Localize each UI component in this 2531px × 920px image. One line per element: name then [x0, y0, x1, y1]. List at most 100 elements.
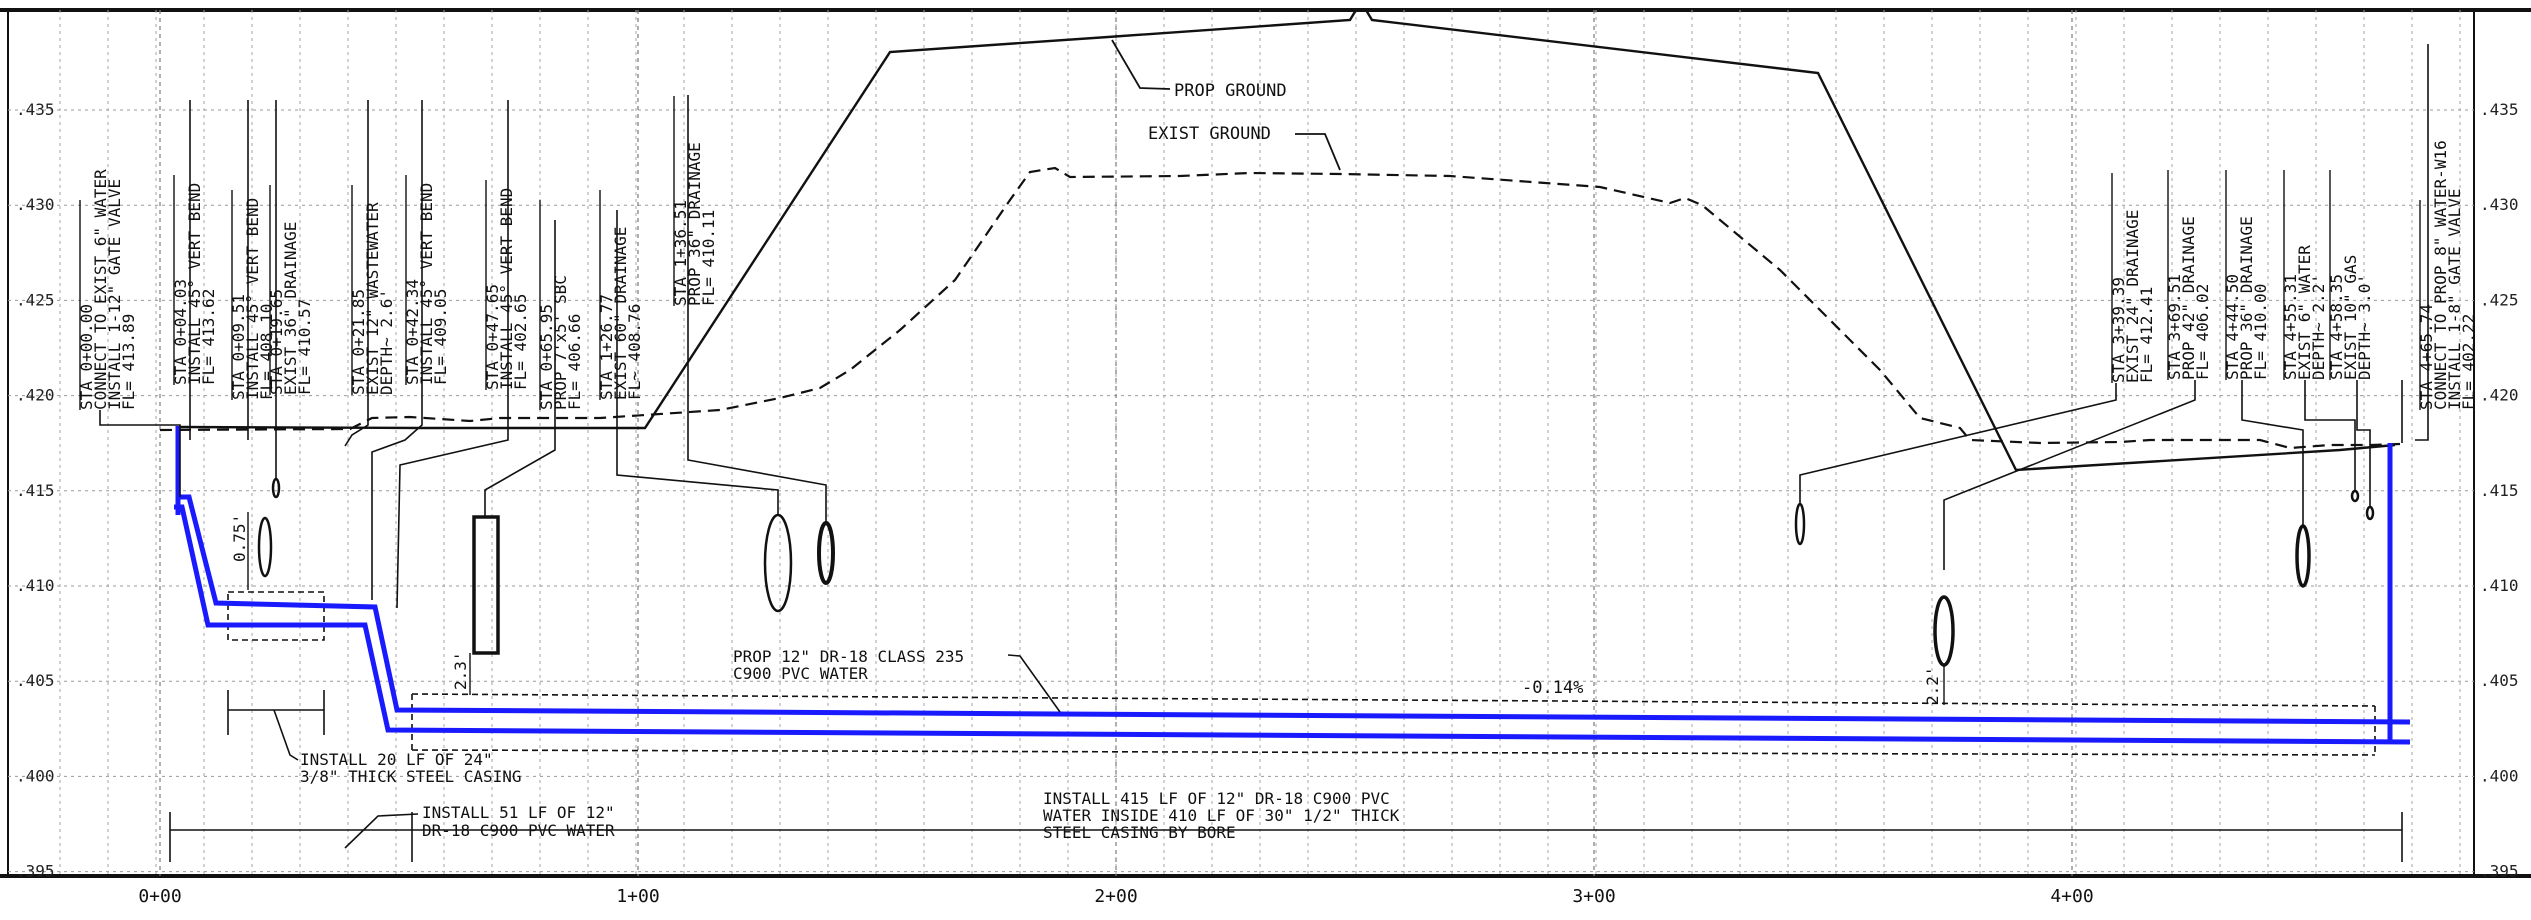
- exist-24-drainage: [1794, 502, 1806, 546]
- callout-line: STA 1+26.77: [597, 294, 616, 400]
- elevation-label: .430: [16, 195, 55, 214]
- callout-line: INSTALL 45° VERT BEND: [185, 183, 204, 385]
- prop-36-drainage-right: [2295, 524, 2311, 588]
- station-label: 1+00: [616, 886, 659, 907]
- elevation-labels-left: .435.430.425.420.415.410.405.400.395: [16, 100, 55, 881]
- callout-line: INSTALL 45° VERT BEND: [243, 198, 262, 400]
- casing-20lf-dimension: [227, 690, 325, 761]
- elevation-label: .435: [16, 100, 55, 119]
- callout-line: EXIST 60" DRAINAGE: [611, 227, 630, 400]
- callout-line: STA 3+69.51: [2165, 274, 2184, 380]
- proposed-ground-line: [179, 9, 2396, 472]
- callout-line: STA 0+04.03: [171, 279, 190, 385]
- callout-line: STA 4+55.31: [2281, 274, 2300, 380]
- elevation-labels-right: .435.430.425.420.415.410.405.400.395: [2480, 100, 2519, 881]
- install-51-note-1: INSTALL 51 LF OF 12": [422, 803, 615, 822]
- callout-line: EXIST 36" DRAINAGE: [281, 222, 300, 395]
- pipe-label: PROP 12" DR-18 CLASS 235 C900 PVC WATER: [733, 647, 1061, 713]
- utility-crossings: [257, 477, 2375, 667]
- casing-24-note-1: INSTALL 20 LF OF 24": [300, 750, 493, 769]
- callout-line: FL= 413.89: [119, 314, 138, 410]
- elevation-label: .410: [2480, 576, 2519, 595]
- callout-line: FL= 413.62: [199, 289, 218, 385]
- callout-line: STA 0+09.51: [229, 294, 248, 400]
- callout-line: FL= 406.02: [2193, 284, 2212, 380]
- exist-36-drainage: [257, 516, 273, 578]
- callout-line: STA 0+47.65: [483, 284, 502, 390]
- elevation-label: .415: [16, 481, 55, 500]
- overall-dimension: [169, 812, 2403, 862]
- svg-text:2.2': 2.2': [1923, 666, 1942, 705]
- existing-ground-line: [159, 166, 2401, 450]
- callout-line: FL= 402.65: [511, 294, 530, 390]
- elevation-label: .425: [2480, 290, 2519, 309]
- callout-line: PROP 7'x5' SBC: [551, 275, 570, 410]
- exist-10-gas: [2365, 505, 2375, 521]
- callout-line: STA 0+19.65: [267, 289, 286, 395]
- install-415-note-3: STEEL CASING BY BORE: [1043, 823, 1236, 842]
- elevation-label: .415: [2480, 481, 2519, 500]
- svg-text:2.3': 2.3': [451, 651, 470, 690]
- callout-leaders-right: [1799, 44, 2429, 570]
- elevation-label: .400: [16, 766, 55, 785]
- elevation-label: .420: [16, 386, 55, 405]
- dim-0-75: 0.75': [230, 512, 249, 590]
- callout-line: FL= 410.57: [295, 299, 314, 395]
- station-label: 2+00: [1094, 886, 1137, 907]
- callout-line: INSTALL 45° VERT BEND: [417, 183, 436, 385]
- callout-line: CONNECT TO PROP 8" WATER-W16: [2431, 140, 2450, 410]
- frame: [0, 8, 2531, 878]
- callout-line: DEPTH~ 2.2': [2309, 274, 2328, 380]
- elevation-label: .405: [16, 671, 55, 690]
- prop-ground-label: PROP GROUND: [1174, 81, 1287, 101]
- callout-line: CONNECT TO EXIST 6" WATER: [91, 169, 110, 410]
- elevation-label: .430: [2480, 195, 2519, 214]
- callout-line: PROP 36" DRAINAGE: [2237, 216, 2256, 380]
- prop-42-drainage: [1933, 595, 1955, 667]
- elevation-label: .405: [2480, 671, 2519, 690]
- exist-ground-label: EXIST GROUND: [1148, 124, 1271, 144]
- callout-line: STA 3+39.39: [2109, 277, 2128, 383]
- install-51-note-2: DR-18 C900 PVC WATER: [422, 821, 615, 840]
- callout-line: FL= 410.11: [699, 210, 718, 306]
- pipe-label-line-1: PROP 12" DR-18 CLASS 235: [733, 647, 964, 666]
- exist-60-drainage: [763, 513, 793, 613]
- callout-line: DEPTH~ 3.0': [2355, 274, 2374, 380]
- callout-line: INSTALL 1-8" GATE VALVE: [2445, 188, 2464, 410]
- callout-line: STA 4+58.35: [2327, 274, 2346, 380]
- ground-label-leaders: [1111, 39, 1341, 171]
- callout-line: EXIST 6" WATER: [2295, 245, 2314, 380]
- callout-line: FL= 406.66: [565, 314, 584, 410]
- callout-line: INSTALL 45° VERT BEND: [497, 188, 516, 390]
- callout-line: PROP 42" DRAINAGE: [2179, 216, 2198, 380]
- callout-line: INSTALL 1-12" GATE VALVE: [105, 179, 124, 410]
- callout-line: FL= 402.22: [2459, 314, 2478, 410]
- station-label: 4+00: [2050, 886, 2093, 907]
- callout-line: STA 0+42.34: [403, 279, 422, 385]
- steel-casing-24: [227, 591, 325, 641]
- callout-line: FL= 410.00: [2251, 284, 2270, 380]
- slope-label: -0.14%: [1522, 678, 1583, 698]
- proposed-water-line: [174, 426, 2411, 745]
- callout-line: EXIST 10" GAS: [2341, 255, 2360, 380]
- callout-line: STA 0+21.85: [349, 289, 368, 395]
- callout-line: EXIST 12" WASTEWATER: [363, 202, 382, 395]
- casing-24-note-2: 3/8" THICK STEEL CASING: [300, 767, 522, 786]
